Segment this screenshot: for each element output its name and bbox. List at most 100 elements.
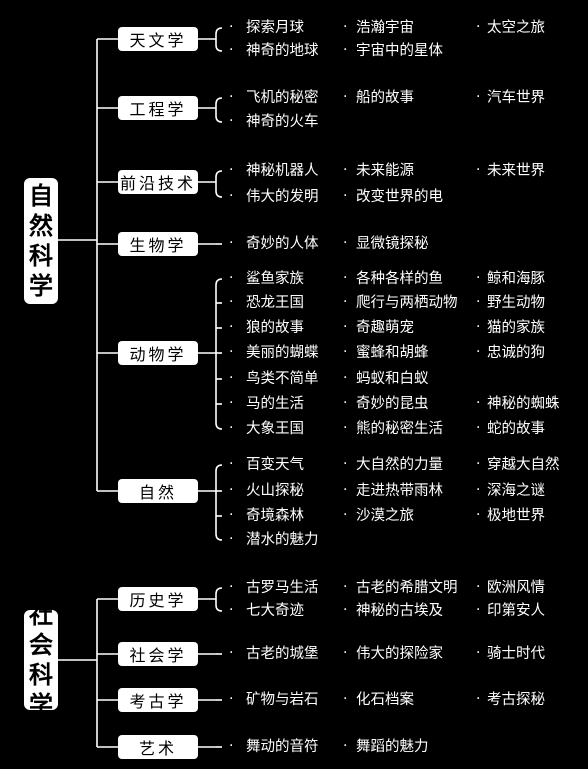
- topic-item: 显微镜探秘: [356, 236, 429, 252]
- bullet-dot: ·: [476, 270, 481, 286]
- category-node: 艺术: [118, 735, 198, 759]
- topic-item: 船的故事: [356, 90, 414, 106]
- topic-item: 穿越大自然: [487, 457, 560, 473]
- topic-item: 宇宙中的星体: [356, 43, 443, 59]
- bullet-dot: ·: [229, 294, 234, 310]
- bullet-dot: ·: [343, 235, 348, 251]
- category-node: 考古学: [118, 688, 198, 712]
- bullet-dot: ·: [229, 602, 234, 618]
- bullet-dot: ·: [343, 370, 348, 386]
- topic-item: 伟大的发明: [246, 189, 319, 205]
- category-node: 社会学: [118, 642, 198, 666]
- leaf-bracket: [215, 278, 223, 430]
- topic-item: 潜水的魅力: [246, 532, 319, 548]
- bullet-dot: ·: [229, 19, 234, 35]
- category-node: 动物学: [118, 341, 198, 365]
- bullet-dot: ·: [343, 579, 348, 595]
- bullet-dot: ·: [476, 691, 481, 707]
- topic-item: 各种各样的鱼: [356, 271, 443, 287]
- bullet-dot: ·: [476, 162, 481, 178]
- topic-item: 太空之旅: [487, 20, 545, 36]
- bullet-dot: ·: [476, 507, 481, 523]
- bullet-dot: ·: [229, 531, 234, 547]
- topic-item: 恐龙王国: [246, 295, 304, 311]
- bullet-dot: ·: [343, 691, 348, 707]
- topic-item: 爬行与两栖动物: [356, 295, 458, 311]
- bullet-dot: ·: [476, 482, 481, 498]
- bullet-dot: ·: [229, 456, 234, 472]
- category-node: 前沿技术: [118, 170, 198, 194]
- topic-item: 鸟类不简单: [246, 371, 319, 387]
- topic-item: 狼的故事: [246, 320, 304, 336]
- bullet-dot: ·: [476, 420, 481, 436]
- bullet-dot: ·: [343, 420, 348, 436]
- bullet-dot: ·: [476, 294, 481, 310]
- topic-item: 神奇的火车: [246, 114, 319, 130]
- topic-item: 鲨鱼家族: [246, 271, 304, 287]
- topic-item: 探索月球: [246, 20, 304, 36]
- bullet-dot: ·: [229, 370, 234, 386]
- topic-item: 极地世界: [487, 508, 545, 524]
- topic-item: 古老的城堡: [246, 646, 319, 662]
- bullet-dot: ·: [343, 602, 348, 618]
- topic-item: 火山探秘: [246, 483, 304, 499]
- bullet-dot: ·: [229, 579, 234, 595]
- topic-item: 古老的希腊文明: [356, 580, 458, 596]
- bullet-dot: ·: [476, 344, 481, 360]
- topic-item: 伟大的探险家: [356, 646, 443, 662]
- topic-item: 神秘的古埃及: [356, 603, 443, 619]
- bullet-dot: ·: [229, 235, 234, 251]
- category-node: 生物学: [118, 232, 198, 256]
- topic-item: 未来世界: [487, 163, 545, 179]
- topic-item: 走进热带雨林: [356, 483, 443, 499]
- topic-item: 蚂蚁和白蚁: [356, 371, 429, 387]
- topic-item: 浩瀚宇宙: [356, 20, 414, 36]
- topic-item: 奇境森林: [246, 508, 304, 524]
- bullet-dot: ·: [343, 188, 348, 204]
- bullet-dot: ·: [229, 162, 234, 178]
- topic-item: 野生动物: [487, 295, 545, 311]
- bullet-dot: ·: [476, 602, 481, 618]
- leaf-bracket: [215, 97, 223, 123]
- bullet-dot: ·: [343, 319, 348, 335]
- root-title-char: 科: [29, 242, 53, 270]
- root-node-social: 社会科学: [24, 601, 58, 719]
- topic-item: 大象王国: [246, 421, 304, 437]
- bullet-dot: ·: [343, 507, 348, 523]
- bullet-dot: ·: [229, 42, 234, 58]
- bullet-dot: ·: [343, 645, 348, 661]
- category-node: 天文学: [118, 27, 198, 51]
- bullet-dot: ·: [343, 89, 348, 105]
- bullet-dot: ·: [343, 42, 348, 58]
- topic-item: 矿物与岩石: [246, 692, 319, 708]
- topic-item: 欧洲风情: [487, 580, 545, 596]
- bullet-dot: ·: [229, 188, 234, 204]
- bullet-dot: ·: [343, 270, 348, 286]
- topic-item: 考古探秘: [487, 692, 545, 708]
- topic-item: 奇妙的昆虫: [356, 396, 429, 412]
- leaf-bracket: [215, 27, 223, 52]
- topic-item: 猫的家族: [487, 320, 545, 336]
- root-title-char: 然: [29, 212, 53, 240]
- bullet-dot: ·: [229, 507, 234, 523]
- bullet-dot: ·: [476, 579, 481, 595]
- topic-item: 蛇的故事: [487, 421, 545, 437]
- bullet-dot: ·: [229, 89, 234, 105]
- topic-item: 神秘的蜘蛛: [487, 396, 560, 412]
- bullet-dot: ·: [229, 738, 234, 754]
- topic-item: 神奇的地球: [246, 43, 319, 59]
- bullet-dot: ·: [476, 645, 481, 661]
- root-title-char: 学: [29, 272, 53, 300]
- topic-item: 沙漠之旅: [356, 508, 414, 524]
- bullet-dot: ·: [229, 420, 234, 436]
- topic-item: 蜜蜂和胡蜂: [356, 345, 429, 361]
- topic-item: 改变世界的电: [356, 189, 443, 205]
- bullet-dot: ·: [343, 395, 348, 411]
- topic-item: 汽车世界: [487, 90, 545, 106]
- bullet-dot: ·: [229, 482, 234, 498]
- root-title-char: 社: [29, 601, 53, 629]
- bullet-dot: ·: [229, 691, 234, 707]
- bullet-dot: ·: [343, 162, 348, 178]
